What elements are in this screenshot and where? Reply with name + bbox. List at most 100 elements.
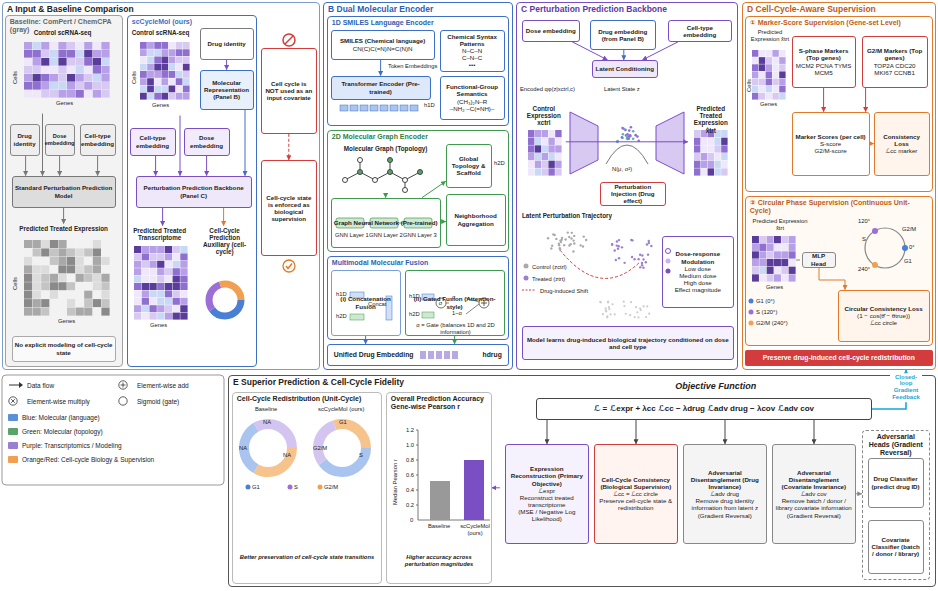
legend-entry: Purple: Transcriptomics / Modeling [8,442,122,449]
heatmap-cell [101,282,109,290]
background-dot [610,313,612,315]
node-heading: Predicted Treated Expression [13,225,115,232]
treated-dot [639,266,641,268]
heatmap-cell [176,93,183,100]
heatmap-cell [134,298,141,305]
heatmap-cell [142,268,149,275]
heatmap-cell [555,153,561,160]
heatmap-cell [708,145,714,152]
heatmap-cell [50,66,58,74]
heatmap-cell [134,253,141,260]
treated-dot [618,257,620,259]
illustration-shape [872,262,878,268]
node-text: N–C–N [462,47,482,54]
latent-dot [626,135,629,138]
treated-dot [639,254,641,256]
legend-text: Element-wise add [137,382,189,389]
annotation-label: NA [263,419,271,426]
heatmap-cell [528,161,534,168]
illustration-shape [428,351,434,359]
illustration-shape [418,170,423,175]
heatmap-cell [169,93,176,100]
node-heading: Dose-response Modulation [665,250,731,264]
node-heading: Predicted Treated Transcriptome [131,227,189,241]
heatmap-cell [694,138,700,145]
treated-dot [611,243,613,245]
illustration-shape [340,105,348,111]
node-heading: D Cell-Cycle-Aware Supervision [747,5,931,15]
heatmap-cell [50,257,58,265]
node-heading: Marker Scores (per cell) [796,133,866,140]
node-text: (1 − cos(θ̂ − θtrue)) [857,312,910,319]
process-box: No explicit modeling of cell-cycle state [12,336,116,362]
annotation-label: 240° [858,266,870,273]
heatmap-cell [33,58,41,66]
background-dot [614,313,616,315]
heatmap-cell [58,42,66,50]
node-text: (Gradient Reversal) [787,512,841,519]
heatmap-cell [161,71,168,78]
heatmap-cell [84,42,92,50]
annotation-label: G2/M [902,226,916,233]
heatmap-cell [84,66,92,74]
node-text: Auxiliary (cell-cycle) [197,241,253,255]
heatmap-cell [789,236,796,243]
heatmap-cell [183,42,190,49]
node-text: Remove batch / donor / library covariate… [775,497,853,511]
treated-dot [630,239,632,241]
heatmap-cell [93,282,101,290]
heatmap-cell [140,71,147,78]
illustration-shape [209,284,241,316]
illustration-shape [350,314,364,320]
heatmap-cell [176,78,183,85]
heatmap-cell [41,82,49,90]
illustration-shape [464,460,484,520]
process-box: (i) Concatenation Fusion [331,270,401,336]
heatmap-cell [142,305,149,312]
illustration-shape [400,105,408,111]
heatmap-cell [67,90,75,98]
heatmap-cell [157,313,164,320]
legend-symbol [118,380,134,390]
heatmap-cell [528,145,534,152]
heatmap-cell [24,299,32,307]
heatmap-cell [147,78,154,85]
heatmap-cell [165,283,172,290]
heatmap-cell [50,299,58,307]
illustration-shape [430,481,450,520]
treated-dot [621,246,623,248]
background-dot [629,314,631,316]
illustration-shape [418,430,490,520]
heatmap-cell [58,74,66,82]
heatmap-cell [169,78,176,85]
heatmap-cell [183,64,190,71]
heatmap-cell [41,274,49,282]
heatmap-cell [58,66,66,74]
illustration-shape [340,105,418,111]
heatmap-cell [169,42,176,49]
heatmap-cell [84,58,92,66]
annotation-label: S [862,236,866,243]
heatmap-cell [101,299,109,307]
flow-arrow [180,116,181,176]
heatmap-cell [154,64,161,71]
heatmap-cell [157,283,164,290]
treated-dot [641,254,643,256]
annotation-label: α = Gate (balances 1D and 2D information… [408,322,503,335]
heatmap-cell [173,261,180,268]
heatmap-cell [766,50,772,57]
heatmap-cell [176,64,183,71]
illustration-shape [360,105,368,111]
heatmap-cell [67,265,75,273]
latent-dot [636,135,639,138]
heatmap-cell [721,138,727,145]
node-heading: A Input & Baseline Comparison [7,5,315,15]
node-heading: Dose embedding [187,134,227,148]
treated-dot [617,248,619,250]
annotation-label: N(μ, σ²) [612,166,632,173]
legend-text: Orange/Red: Cell-cycle Biology & Supervi… [22,456,154,463]
heatmap-cell [694,153,700,160]
annotation-label: Predicted Expression x̂trt [750,218,810,231]
illustration-shape [416,430,418,505]
